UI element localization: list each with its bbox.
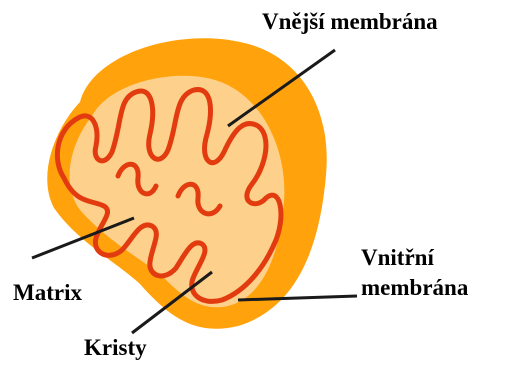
label-cristae: Kristy [84, 333, 147, 363]
label-matrix: Matrix [13, 278, 82, 308]
label-outer-membrane: Vnější membrána [262, 7, 438, 37]
label-inner-membrane: Vnitřní membrána [361, 243, 468, 303]
